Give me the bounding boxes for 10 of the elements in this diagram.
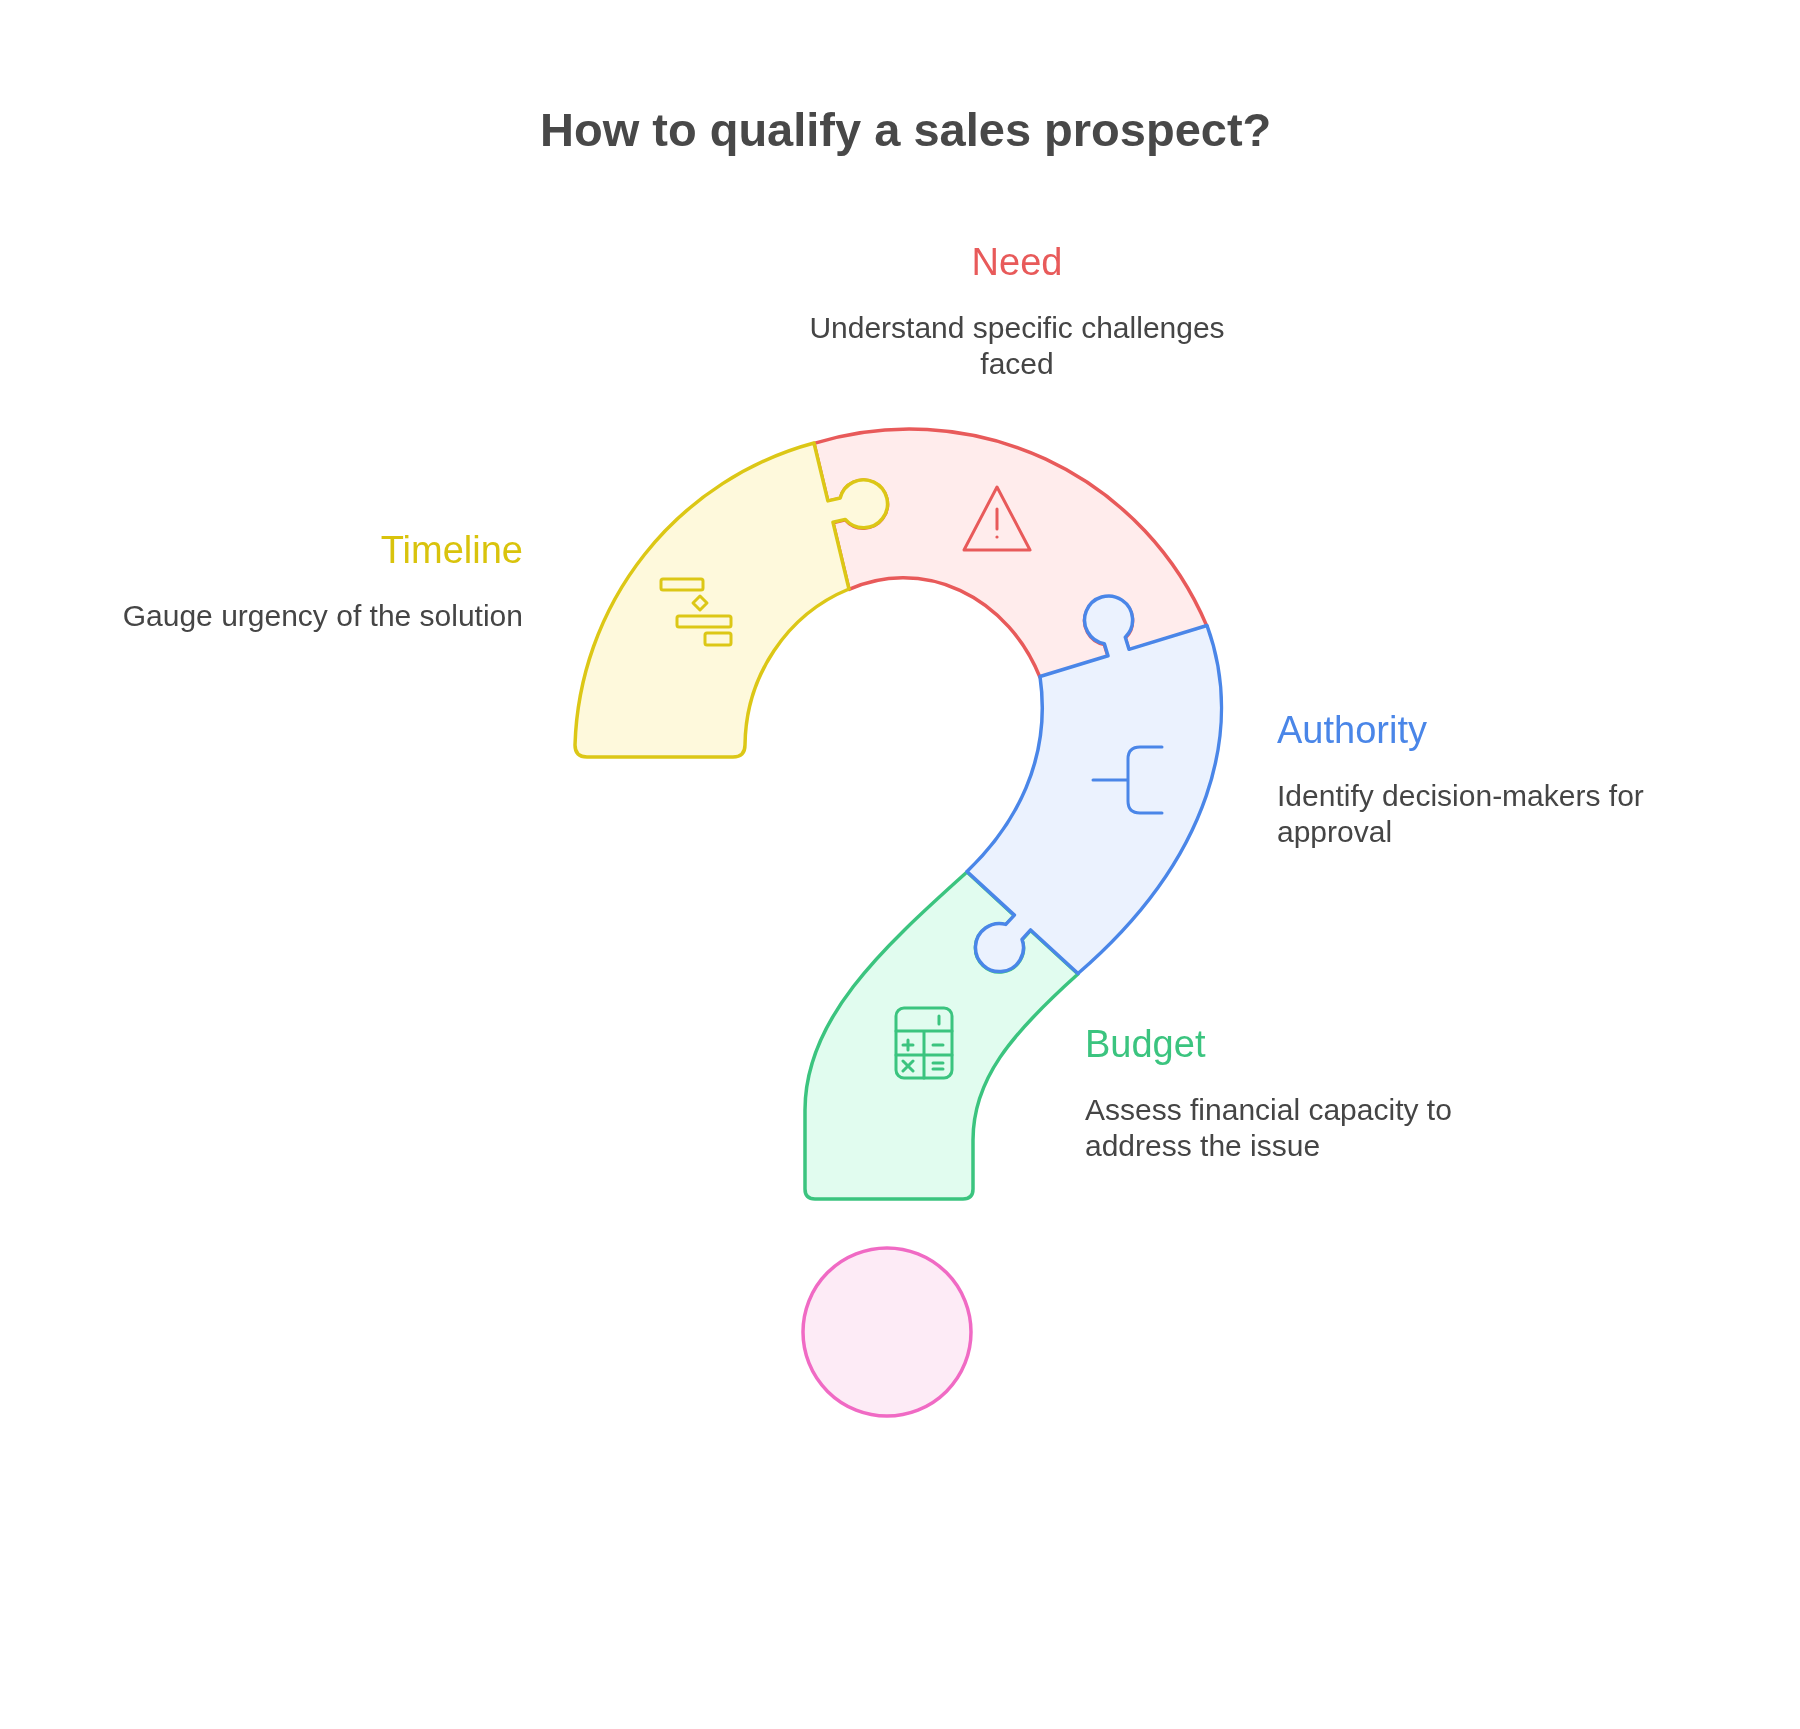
description: Identify decision-makers for approval	[1277, 778, 1645, 850]
description: Understand specific challenges faced	[808, 310, 1226, 382]
heading: Budget	[1085, 1022, 1207, 1067]
description: Assess financial capacity to address the issue	[1085, 1092, 1453, 1164]
title: How to qualify a sales prospect?	[540, 103, 1273, 157]
question-mark-dot	[801, 1246, 973, 1418]
heading: Authority	[1277, 708, 1428, 753]
heading: Need	[970, 240, 1064, 285]
description: Gauge urgency of the solution	[121, 598, 523, 634]
heading: Timeline	[379, 528, 523, 573]
